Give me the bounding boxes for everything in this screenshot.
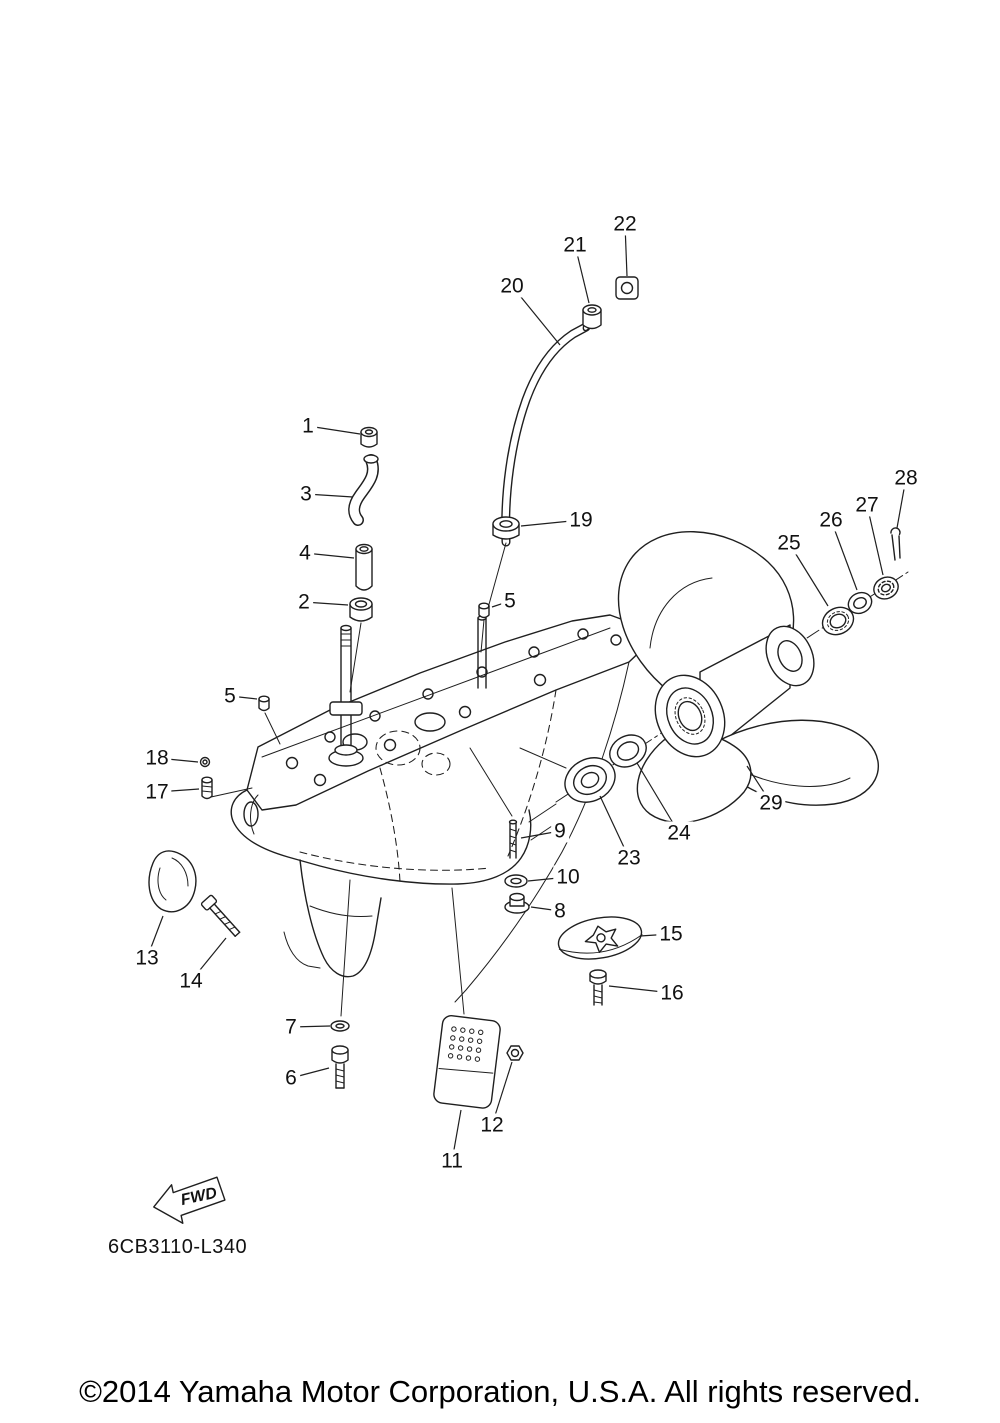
- callout-12: 12: [477, 1113, 507, 1137]
- callout-5: 5: [501, 589, 519, 613]
- callout-24: 24: [664, 821, 694, 845]
- callout-5: 5: [221, 684, 239, 708]
- plug-fitting-part17: [201, 776, 253, 800]
- callout-19: 19: [566, 508, 596, 532]
- gasket-ring-part18: [199, 756, 211, 768]
- callout-14: 14: [176, 969, 206, 993]
- fwd-direction-marker: FWD: [153, 1176, 226, 1224]
- spline-spacer-part25: [821, 606, 855, 636]
- callout-25: 25: [774, 531, 804, 555]
- leader-line-24: [636, 762, 680, 834]
- straight-tube-part4: [355, 543, 373, 591]
- tube-clamp-part22: [615, 276, 639, 300]
- callout-20: 20: [497, 274, 527, 298]
- prop-nut-part27: [873, 576, 899, 600]
- callout-29: 29: [756, 791, 786, 815]
- curved-water-hose-part3: [348, 454, 379, 526]
- callout-18: 18: [142, 746, 172, 770]
- callout-4: 4: [296, 541, 314, 565]
- callout-9: 9: [551, 819, 569, 843]
- prop-washer-part26: [847, 591, 873, 615]
- anode-bolt-part14: [200, 894, 241, 937]
- drive-shaft: [328, 624, 364, 767]
- drawing-code: 6CB3110-L340: [108, 1236, 248, 1258]
- callout-1: 1: [299, 414, 317, 438]
- dowel-pin-part5-right: [478, 602, 490, 653]
- washer-part10: [504, 874, 528, 888]
- callout-10: 10: [553, 865, 583, 889]
- gearcase-housing: [230, 614, 649, 1017]
- callout-8: 8: [551, 899, 569, 923]
- tube-collar-part19: [487, 516, 520, 609]
- tube-grommet-part21: [582, 304, 602, 330]
- flange-nut-part8: [504, 892, 530, 914]
- callout-28: 28: [891, 466, 921, 490]
- damper-bushing-part2: [349, 597, 373, 622]
- thrust-hub-part23: [564, 757, 616, 803]
- callout-13: 13: [132, 946, 162, 970]
- callout-22: 22: [610, 212, 640, 236]
- copyright-text: ©2014 Yamaha Motor Corporation, U.S.A. A…: [79, 1374, 921, 1409]
- plate-nut-part12: [506, 1045, 524, 1061]
- callout-16: 16: [657, 981, 687, 1005]
- callout-7: 7: [282, 1015, 300, 1039]
- propeller-part29: [617, 531, 879, 824]
- impeller-plate-part15: [557, 916, 643, 960]
- upper-bushing-part1: [360, 426, 378, 448]
- trim-tab-anode-part13: [148, 850, 197, 913]
- callout-6: 6: [282, 1066, 300, 1090]
- callout-17: 17: [142, 780, 172, 804]
- callout-11: 11: [438, 1149, 466, 1173]
- callout-3: 3: [297, 482, 315, 506]
- leader-line-27: [866, 504, 884, 576]
- callout-15: 15: [656, 922, 686, 946]
- dowel-pin-part5-left: [258, 695, 281, 745]
- stud-bolt-part9: [508, 819, 518, 859]
- plate-bolt-part16: [589, 969, 607, 1006]
- leader-line-26: [830, 519, 858, 591]
- cotter-pin-part28: [890, 527, 901, 561]
- bolt-part6: [331, 1045, 349, 1089]
- callout-21: 21: [560, 233, 590, 257]
- shift-rod: [477, 615, 487, 689]
- pickup-plate-part11: [433, 1015, 501, 1109]
- callout-26: 26: [816, 508, 846, 532]
- callout-23: 23: [614, 846, 644, 870]
- callout-2: 2: [295, 590, 313, 614]
- callout-27: 27: [852, 493, 882, 517]
- thrust-washer-part24: [609, 734, 647, 768]
- washer-part7: [330, 1020, 350, 1032]
